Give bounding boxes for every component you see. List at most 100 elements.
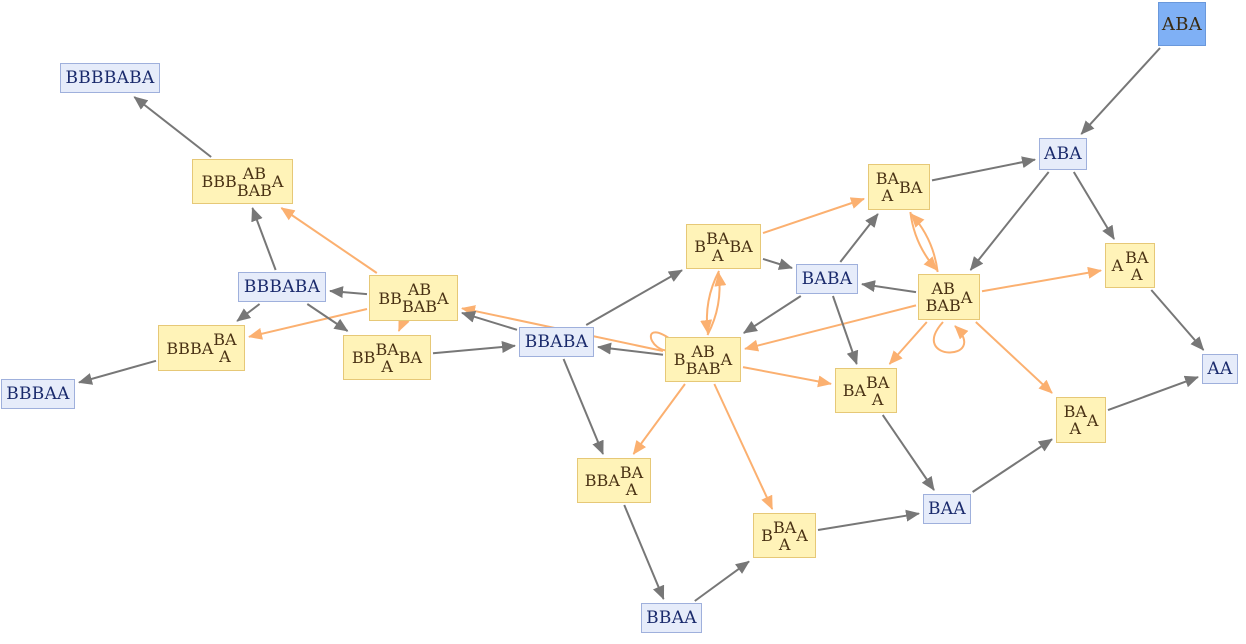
edge-e_ab_bab_a-to-e_ba_ba_a [888,321,928,365]
state-node-baba[interactable]: BABA [796,264,858,294]
edge-e_bbba_ba_a-to-bbbaa [78,359,157,385]
event-prefix: BBB [201,172,237,191]
edge-e_bb_ba_a_ba-to-bbaba [432,341,516,355]
edge-baba-to-e_b_ab_bab_a [742,295,802,334]
edge-e_ab_bab_a-to-e_a_ba_a [981,266,1102,293]
edge-bbaa-to-e_b_ba_a_a [694,560,750,602]
edge-e_bb_ab_bab_a-to-e_bbb_ab_bab_a [280,207,378,274]
event-suffix: A [960,287,973,307]
edge-e_b_ba_a_ba-to-e_ba_a_ba [762,197,865,235]
edge-e_b_ba_a_a-to-baa [817,509,920,532]
edge-e_ab_bab_a-to-e_b_ab_bab_a [744,304,917,352]
event-prefix: B [761,526,773,545]
event-token-bottom: BAB [401,297,438,316]
edge-bbaba-to-e_bb_ab_bab_a [461,311,518,331]
edge-bbbaba-to-e_bbb_ab_bab_a [251,207,277,271]
event-token-top: AB [691,341,715,361]
event-prefix: BA [842,381,866,400]
state-node-aa[interactable]: AA [1202,354,1238,384]
event-token-bottom: A [881,186,894,205]
event-suffix: A [720,350,733,369]
state-node-bbbaa[interactable]: BBBAA [1,379,75,409]
edge-e_ba_a_a-to-aa [1107,375,1199,412]
edge-e_b_ab_bab_a-to-bbaba [597,342,664,356]
event-token-bottom: A [778,534,791,554]
edge-bbaba-to-e_b_ba_a_ba [585,269,683,326]
edge-e_bba_ba_a-to-bbaa [623,504,665,600]
event-prefix: B [673,350,686,369]
edge-e_ab_bab_a-to-e_ab_bab_a [933,321,969,354]
event-token-top: BA [875,169,899,188]
edge-e_bb_ab_bab_a-to-e_bb_ba_a_ba [397,316,410,332]
state-node-bbaba[interactable]: BBABA [519,327,594,357]
event-suffix: A [271,172,284,191]
edge-bbaba-to-e_bba_ba_a [562,358,604,455]
event-suffix: A [796,526,808,545]
event-token-top: BA [375,339,399,359]
event-token-bottom: A [1069,419,1081,438]
edge-e_ab_bab_a-to-baba [861,280,917,294]
state-node-bbaa[interactable]: BBAA [641,603,702,633]
edge-e_ba_ba_a-to-baa [881,414,935,491]
edge-e_b_ab_bab_a-to-e_ba_ba_a [742,366,832,388]
event-token-bottom: A [711,245,724,265]
event-prefix: BBBA [166,338,214,358]
event-suffix: BA [899,177,923,197]
event-prefix: B [694,237,707,256]
state-node-bbbbaba[interactable]: BBBBABA [60,63,160,93]
event-suffix: A [437,288,449,308]
edge-e_bb_ab_bab_a-to-e_bbba_ba_a [248,307,368,340]
event-suffix: BA [729,237,753,256]
event-token-top: BA [706,228,730,248]
edge-baba-to-e_ba_a_ba [839,213,879,263]
event-token-top: BA [772,517,797,537]
edge-baa-to-e_ba_a_a [972,438,1053,493]
state-node-baa[interactable]: BAA [923,494,971,524]
edge-baba-to-e_ba_ba_a [832,295,859,365]
event-token-top: BA [619,462,644,482]
event-prefix: BB [378,288,402,308]
event-token-bottom: A [381,356,393,376]
event-token-bottom: BAB [925,296,961,315]
event-token-bottom: BAB [236,180,272,200]
edge-e_ba_a_ba-to-e_ab_bab_a [909,211,938,271]
edge-e_ab_bab_a-to-e_ba_a_ba [910,213,939,273]
event-token-bottom: A [219,347,231,366]
event-token-bottom: A [625,479,638,499]
edge-e_b_ab_bab_a-to-e_b_ba_a_ba [706,272,727,336]
event-token-top: AB [931,279,955,298]
event-token-top: BA [1063,402,1087,421]
event-prefix: BBA [584,471,620,490]
event-token-bottom: A [871,389,884,409]
event-token-top: BA [213,330,237,349]
state-node-bbbaba[interactable]: BBBABA [238,272,326,302]
state-node-aba-initial[interactable]: ABA [1158,2,1206,46]
event-suffix: A [1086,410,1099,430]
event-token-top: AB [242,163,266,183]
edge-bbbaba-to-e_bbba_ba_a [236,303,261,322]
event-suffix: BA [398,348,423,367]
state-node-aba[interactable]: ABA [1039,138,1087,170]
event-token-bottom: A [1131,264,1143,284]
edge-e_bbb_ab_bab_a-to-bbbbaba [133,96,212,158]
event-token-top: BA [1125,247,1149,267]
event-prefix: BB [351,348,376,367]
edge-e_bb_ab_bab_a-to-bbbaba [329,286,368,299]
edge-aba-to-e_a_ba_a [1072,171,1115,240]
event-token-top: BA [866,372,890,392]
